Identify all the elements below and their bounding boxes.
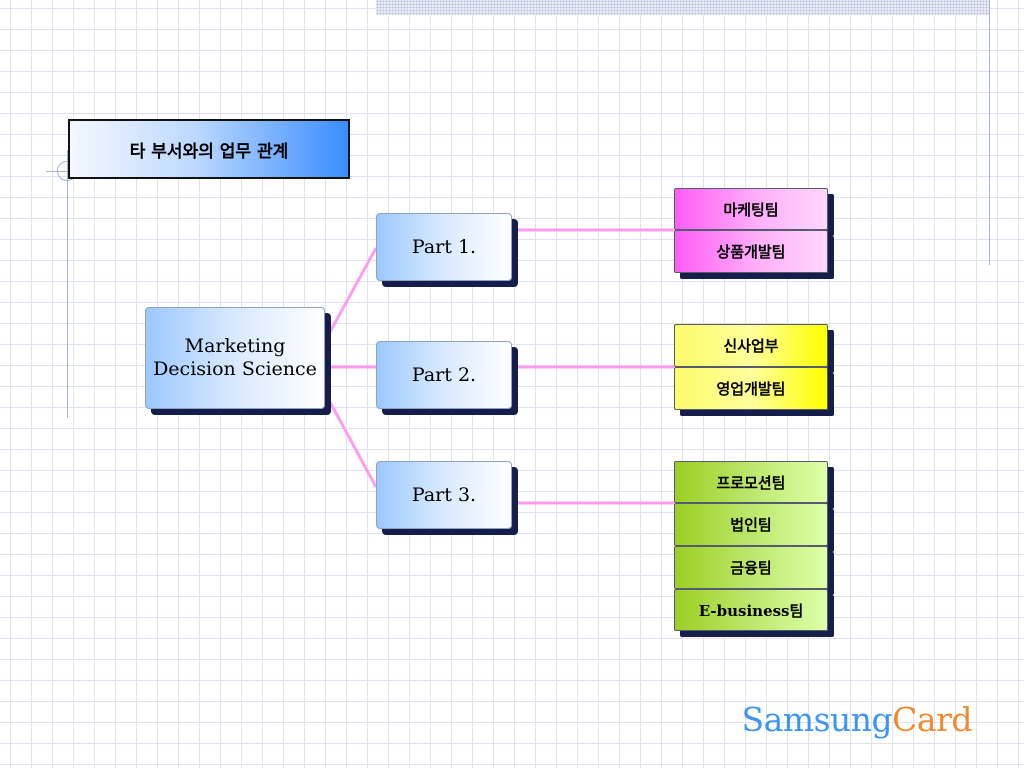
connector-root-part1 [328, 247, 378, 333]
left-guide-line [67, 150, 68, 418]
connector-root-part3 [328, 401, 378, 488]
samsung-card-logo: SamsungCard [741, 700, 973, 739]
team-box-part3-3: 금융팀 [674, 546, 828, 589]
header-pattern-band [376, 0, 990, 15]
right-guide-line [989, 0, 990, 265]
part-3-node: Part 3. [376, 461, 512, 529]
team-box-part2-2: 영업개발팀 [674, 367, 828, 410]
team-box-part2-1: 신사업부 [674, 324, 828, 367]
part-1-node: Part 1. [376, 213, 512, 281]
team-box-part3-1: 프로모션팀 [674, 461, 828, 503]
team-box-part3-4: E-business팀 [674, 589, 828, 631]
slide-title: 타 부서와의 업무 관계 [68, 119, 350, 179]
brand-card-text: Card [892, 700, 972, 739]
brand-samsung-text: Samsung [741, 700, 893, 739]
team-box-part1-2: 상품개발팀 [674, 230, 828, 273]
team-box-part3-2: 법인팀 [674, 503, 828, 546]
root-node-marketing-decision-science: Marketing Decision Science [145, 307, 325, 409]
part-2-node: Part 2. [376, 341, 512, 409]
team-box-part1-1: 마케팅팀 [674, 188, 828, 230]
